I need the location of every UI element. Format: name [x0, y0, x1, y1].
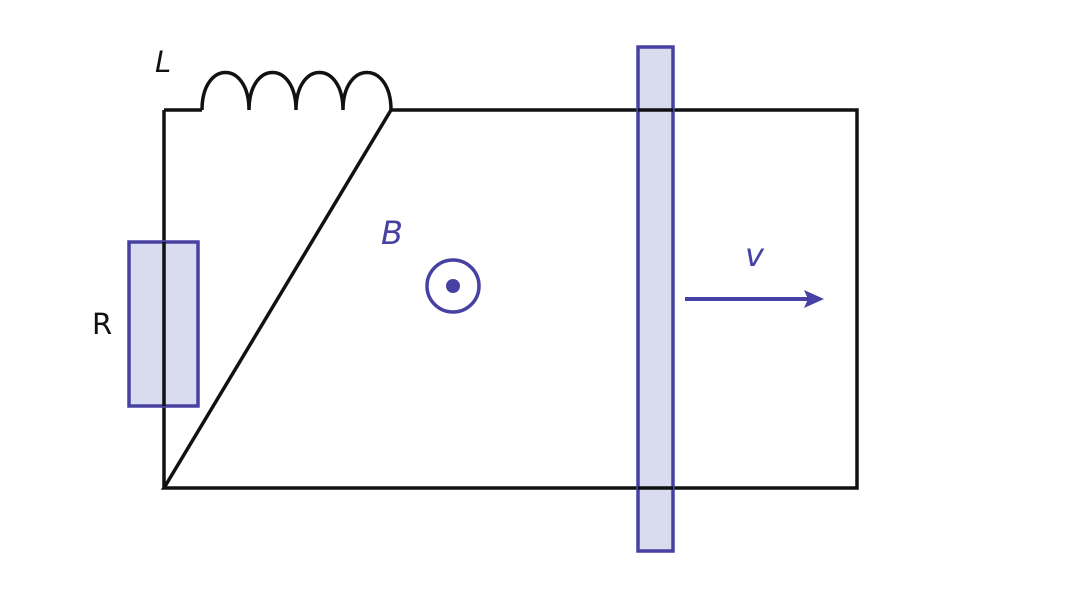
- velocity-arrow-icon: [685, 290, 824, 308]
- sliding-rod[interactable]: [636, 45, 675, 553]
- resistor-label: R: [92, 307, 112, 341]
- velocity-label: v: [745, 236, 765, 274]
- field-out-of-page-icon: [425, 258, 481, 314]
- inductor-label: L: [155, 45, 171, 79]
- field-label: B: [381, 214, 403, 252]
- inductor-coil: [200, 70, 393, 111]
